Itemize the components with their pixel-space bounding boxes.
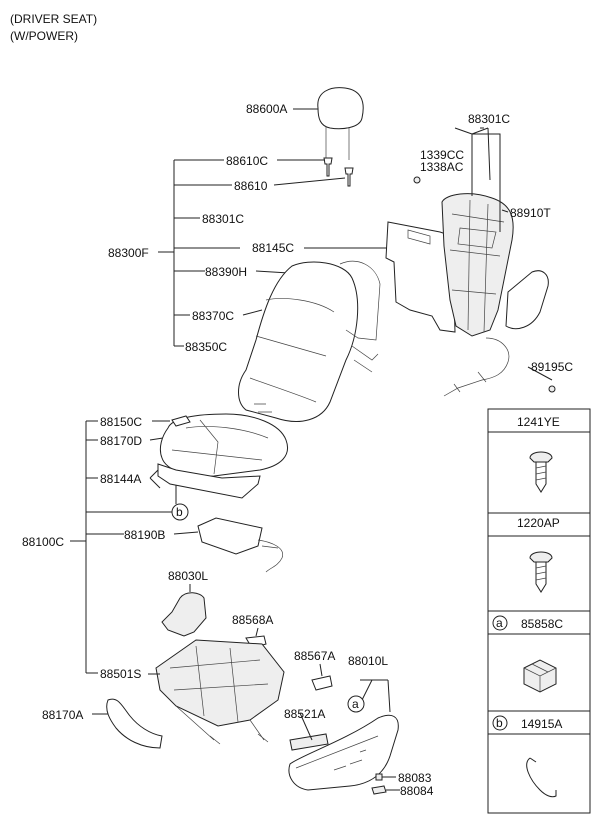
legend-code-1220AP: 1220AP — [517, 516, 560, 530]
marker-a-circle — [347, 695, 365, 713]
callout-88600A: 88600A — [246, 102, 287, 116]
callout-88910T: 88910T — [510, 206, 551, 220]
callout-88567A: 88567A — [294, 649, 335, 663]
legend-marker-b-label: b — [496, 716, 503, 730]
screw-88083-drawing — [375, 773, 383, 781]
legend-table: 1241YE 1220AP a 85858C b 14915A — [487, 408, 591, 814]
legend-code-14915A: 14915A — [521, 717, 562, 731]
wire-hook-icon — [526, 757, 557, 798]
callout-88610: 88610 — [234, 179, 268, 193]
legend-marker-b-circle — [492, 715, 508, 731]
screw-88084-drawing — [371, 785, 387, 795]
marker-a-label: a — [352, 697, 359, 711]
guide-drawing-a — [323, 157, 333, 177]
knob-b-drawing — [311, 675, 333, 691]
legend-code-85858C: 85858C — [521, 617, 563, 631]
callout-88370C: 88370C — [192, 309, 234, 323]
callout-1339CC: 1339CC — [420, 148, 464, 162]
marker-b-label: b — [176, 505, 183, 519]
callout-88010L: 88010L — [348, 654, 388, 668]
callout-88030L: 88030L — [168, 569, 208, 583]
legend-marker-a-circle — [492, 615, 508, 631]
harness-drawing — [443, 337, 510, 397]
callout-88145C: 88145C — [252, 241, 294, 255]
clip-icon — [523, 659, 557, 693]
callout-88301C-b: 88301C — [468, 112, 510, 126]
title-line-1: (DRIVER SEAT) — [10, 12, 97, 26]
legend-code-1241YE: 1241YE — [517, 415, 560, 429]
callout-88100C: 88100C — [22, 535, 64, 549]
callout-88301C-a: 88301C — [202, 212, 244, 226]
callout-88300F: 88300F — [108, 246, 149, 260]
callout-88501S: 88501S — [100, 667, 141, 681]
callout-88350C: 88350C — [185, 340, 227, 354]
inner-shield-drawing — [106, 698, 163, 749]
cushion-cover-drawing — [159, 413, 288, 477]
marker-b-circle — [171, 503, 189, 521]
seat-track-drawing — [155, 639, 285, 727]
callout-88150C: 88150C — [100, 415, 142, 429]
callout-88610C: 88610C — [226, 154, 268, 168]
cushion-group: a b — [70, 413, 400, 795]
seatback-cover-drawing — [238, 261, 359, 422]
title-line-2: (W/POWER) — [10, 29, 78, 43]
switch-drawing — [289, 733, 329, 751]
callout-88170A: 88170A — [42, 708, 83, 722]
callout-88144A: 88144A — [100, 472, 141, 486]
side-airbag-drawing — [505, 270, 549, 330]
recliner-drawing — [161, 592, 207, 637]
callout-88170D: 88170D — [100, 434, 142, 448]
callout-1338AC: 1338AC — [420, 160, 464, 174]
callout-88568A: 88568A — [232, 613, 273, 627]
guide-drawing-b — [344, 167, 354, 187]
callout-88521A: 88521A — [284, 707, 325, 721]
cushion-mat-drawing — [157, 463, 261, 499]
callout-88084: 88084 — [400, 784, 434, 798]
screw-icon — [529, 451, 553, 493]
headrest-drawing — [317, 87, 364, 130]
callout-88390H: 88390H — [205, 265, 247, 279]
seatback-group — [158, 87, 556, 422]
callout-88083: 88083 — [398, 771, 432, 785]
heater-drawing — [197, 517, 263, 555]
callout-88190B: 88190B — [124, 528, 165, 542]
outer-shield-drawing — [288, 714, 399, 791]
legend-marker-a-label: a — [496, 616, 503, 630]
callout-89195C: 89195C — [531, 360, 573, 374]
tapping-screw-icon — [529, 551, 553, 593]
